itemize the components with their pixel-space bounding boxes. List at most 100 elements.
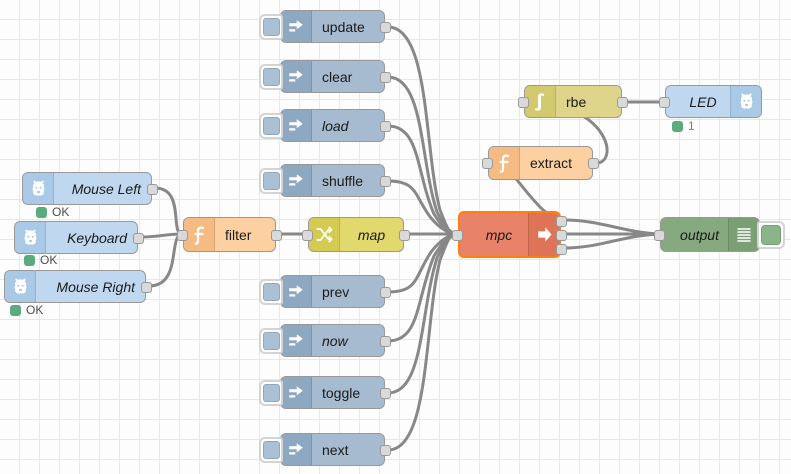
- output-port-2[interactable]: [556, 244, 567, 255]
- switch-icon: [309, 218, 340, 251]
- output-port[interactable]: [133, 233, 144, 244]
- inject-button-face: [262, 331, 280, 350]
- node-mpc[interactable]: mpc: [452, 211, 567, 258]
- inject-button-face: [262, 440, 280, 459]
- inject-arrow-icon: [281, 61, 312, 92]
- node-inject-next[interactable]: next: [259, 433, 391, 466]
- inject-button-face: [262, 67, 280, 86]
- node-filter[interactable]: filter: [177, 217, 282, 252]
- node-mouse-left[interactable]: Mouse Left: [22, 172, 158, 205]
- status-text: OK: [26, 303, 44, 317]
- output-port[interactable]: [380, 176, 391, 187]
- output-port[interactable]: [380, 336, 391, 347]
- inject-trigger-button[interactable]: [259, 63, 283, 90]
- input-port[interactable]: [482, 158, 493, 169]
- node-label: Mouse Right: [56, 278, 135, 295]
- node-inject-update[interactable]: update: [259, 10, 391, 43]
- node-extract[interactable]: extract: [482, 146, 599, 180]
- input-port[interactable]: [177, 230, 188, 241]
- output-port[interactable]: [147, 184, 158, 195]
- inject-trigger-button[interactable]: [259, 13, 283, 40]
- inject-arrow-icon: [281, 325, 312, 356]
- node-label: toggle: [322, 384, 361, 401]
- status-dot: [10, 304, 21, 316]
- status-dot: [36, 206, 47, 218]
- output-port[interactable]: [380, 287, 391, 298]
- raspberry-pi-icon: [5, 271, 36, 302]
- node-keyboard[interactable]: Keyboard: [14, 221, 144, 254]
- output-port-0[interactable]: [556, 216, 567, 227]
- node-label: output: [680, 226, 719, 243]
- node-label: shuffle: [322, 172, 363, 189]
- status-text: OK: [52, 205, 70, 219]
- output-port[interactable]: [380, 388, 391, 399]
- input-port[interactable]: [654, 230, 665, 241]
- inject-button-face: [262, 171, 280, 190]
- node-inject-shuffle[interactable]: shuffle: [259, 164, 391, 197]
- node-inject-now[interactable]: now: [259, 324, 391, 357]
- inject-arrow-icon: [281, 434, 312, 465]
- wire-update-mpc: [386, 25, 459, 236]
- input-port[interactable]: [659, 97, 670, 108]
- node-label: update: [322, 18, 365, 35]
- node-inject-clear[interactable]: clear: [259, 60, 391, 93]
- node-label: LED: [689, 93, 717, 110]
- status-keyboard: OK: [24, 253, 57, 267]
- inject-trigger-button[interactable]: [259, 167, 283, 194]
- node-label: clear: [322, 68, 353, 85]
- output-port-1[interactable]: [556, 230, 567, 241]
- node-output-debug[interactable]: output: [654, 217, 785, 252]
- inject-trigger-button[interactable]: [259, 436, 283, 463]
- wire-mpc-output-0: [562, 218, 661, 236]
- output-port[interactable]: [380, 22, 391, 33]
- wire-mouse-left-filter: [153, 186, 184, 236]
- node-label: next: [322, 441, 349, 458]
- node-label: extract: [530, 155, 573, 171]
- inject-button-face: [262, 383, 280, 402]
- output-port[interactable]: [588, 158, 599, 169]
- debug-toggle-button[interactable]: [757, 220, 785, 249]
- node-label: load: [322, 117, 349, 134]
- output-port[interactable]: [141, 282, 152, 293]
- status-mouse-right: OK: [10, 303, 43, 317]
- node-label: map: [357, 226, 386, 243]
- inject-trigger-button[interactable]: [259, 278, 283, 305]
- raspberry-pi-icon: [15, 222, 46, 253]
- input-port[interactable]: [518, 97, 529, 108]
- wire-clear-mpc: [386, 75, 459, 236]
- status-dot: [672, 120, 683, 132]
- output-port[interactable]: [380, 72, 391, 83]
- node-label: Keyboard: [67, 229, 127, 246]
- node-label: rbe: [566, 93, 587, 110]
- status-mouse-left: OK: [36, 205, 69, 219]
- inject-trigger-button[interactable]: [259, 327, 283, 354]
- status-dot: [24, 254, 35, 266]
- wire-mpc-output-2: [562, 232, 661, 250]
- debug-toggle-face: [761, 224, 781, 245]
- inject-arrow-icon: [281, 110, 312, 141]
- output-port[interactable]: [617, 97, 628, 108]
- debug-lines-icon: [728, 218, 759, 251]
- node-led[interactable]: LED: [659, 85, 762, 118]
- output-port[interactable]: [380, 445, 391, 456]
- input-port[interactable]: [302, 230, 313, 241]
- node-inject-load[interactable]: load: [259, 109, 391, 142]
- output-port[interactable]: [271, 230, 282, 241]
- inject-arrow-icon: [281, 11, 312, 42]
- output-port[interactable]: [380, 121, 391, 132]
- node-label: Mouse Left: [71, 180, 141, 197]
- node-inject-prev[interactable]: prev: [259, 275, 391, 308]
- node-mouse-right[interactable]: Mouse Right: [4, 270, 152, 303]
- node-label: mpc: [485, 226, 513, 243]
- node-label: now: [322, 332, 348, 349]
- wire-keyboard-filter: [139, 232, 184, 239]
- node-rbe[interactable]: rbe: [518, 85, 628, 118]
- inject-trigger-button[interactable]: [259, 112, 283, 139]
- output-port[interactable]: [399, 230, 410, 241]
- wire-next-mpc: [386, 232, 459, 452]
- node-inject-toggle[interactable]: toggle: [259, 376, 391, 409]
- inject-trigger-button[interactable]: [259, 379, 283, 406]
- input-port[interactable]: [452, 230, 463, 241]
- node-map[interactable]: map: [302, 217, 410, 252]
